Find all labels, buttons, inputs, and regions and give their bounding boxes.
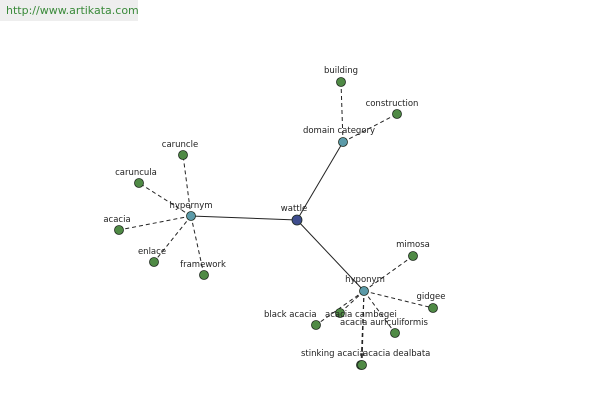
edge-domain_category-building xyxy=(340,81,344,143)
nodes xyxy=(114,77,438,370)
edge-wattle-hypernym xyxy=(190,215,298,221)
category-label-hypernym: hypernym xyxy=(169,201,212,211)
leaf-node-enlace[interactable] xyxy=(149,257,159,267)
leaf-label-acacia-cambegei: acacia cambegei xyxy=(325,310,397,320)
edge-wattle-hyponym xyxy=(296,219,365,292)
leaf-label-construction: construction xyxy=(366,99,419,109)
leaf-label-black-acacia: black acacia xyxy=(264,310,317,320)
leaf-node-construction[interactable] xyxy=(392,109,402,119)
edge-hypernym-framework xyxy=(190,215,205,276)
category-node-hypernym[interactable] xyxy=(186,211,196,221)
leaf-label-caruncle: caruncle xyxy=(162,140,198,150)
edge-hypernym-enlace xyxy=(153,215,192,263)
edge-hyponym-acacia_auriculiformis xyxy=(363,290,396,334)
edge-hyponym-acacia_dealbata xyxy=(361,290,365,366)
edges xyxy=(118,81,434,366)
edge-hyponym-acacia_cambegei xyxy=(339,290,365,314)
center-label-wattle: wattle xyxy=(281,204,307,214)
leaf-label-acacia: acacia xyxy=(103,215,130,225)
leaf-node-acacia-auriculiformis[interactable] xyxy=(390,328,400,338)
center-node-wattle[interactable] xyxy=(291,214,303,226)
leaf-label-gidgee: gidgee xyxy=(416,292,445,302)
category-label-domain-category: domain category xyxy=(303,126,375,136)
category-label-hyponym: hyponym xyxy=(345,275,385,285)
edge-hypernym-caruncula xyxy=(138,182,192,217)
node-labels: wattle domain category hypernym hyponym buil… xyxy=(103,66,445,359)
leaf-node-caruncle[interactable] xyxy=(178,150,188,160)
source-link[interactable]: http://www.artikata.com xyxy=(0,0,139,21)
leaf-label-acacia-auriculiformis: acacia auriculiformis xyxy=(340,318,428,328)
leaf-label-framework: framework xyxy=(180,260,226,270)
edge-hyponym-gidgee xyxy=(363,290,434,309)
leaf-node-acacia[interactable] xyxy=(114,225,124,235)
leaf-node-framework[interactable] xyxy=(199,270,209,280)
leaf-label-mimosa: mimosa xyxy=(396,240,430,250)
leaf-node-gidgee[interactable] xyxy=(428,303,438,313)
leaf-node-mimosa[interactable] xyxy=(408,251,418,261)
leaf-node-acacia-cambegei[interactable] xyxy=(335,308,345,318)
leaf-node-caruncula[interactable] xyxy=(134,178,144,188)
leaf-label-stinking-acacia: stinking acacia xyxy=(301,349,365,359)
leaf-label-enlace: enlace xyxy=(138,247,166,257)
edge-hyponym-black_acacia xyxy=(315,290,365,326)
leaf-node-building[interactable] xyxy=(336,77,346,87)
leaf-node-acacia-dealbata[interactable] xyxy=(357,360,367,370)
leaf-label-acacia-dealbata: acacia dealbata xyxy=(363,349,430,359)
edge-hyponym-mimosa xyxy=(363,255,414,292)
edge-domain_category-construction xyxy=(342,113,398,143)
edge-hypernym-acacia xyxy=(118,215,192,231)
category-node-hyponym[interactable] xyxy=(359,286,369,296)
edge-hypernym-caruncle xyxy=(182,154,192,217)
category-node-domain-category[interactable] xyxy=(338,137,348,147)
edge-wattle-domain_category xyxy=(296,141,344,221)
leaf-label-caruncula: caruncula xyxy=(115,168,157,178)
leaf-label-building: building xyxy=(324,66,358,76)
leaf-node-black-acacia[interactable] xyxy=(311,320,321,330)
